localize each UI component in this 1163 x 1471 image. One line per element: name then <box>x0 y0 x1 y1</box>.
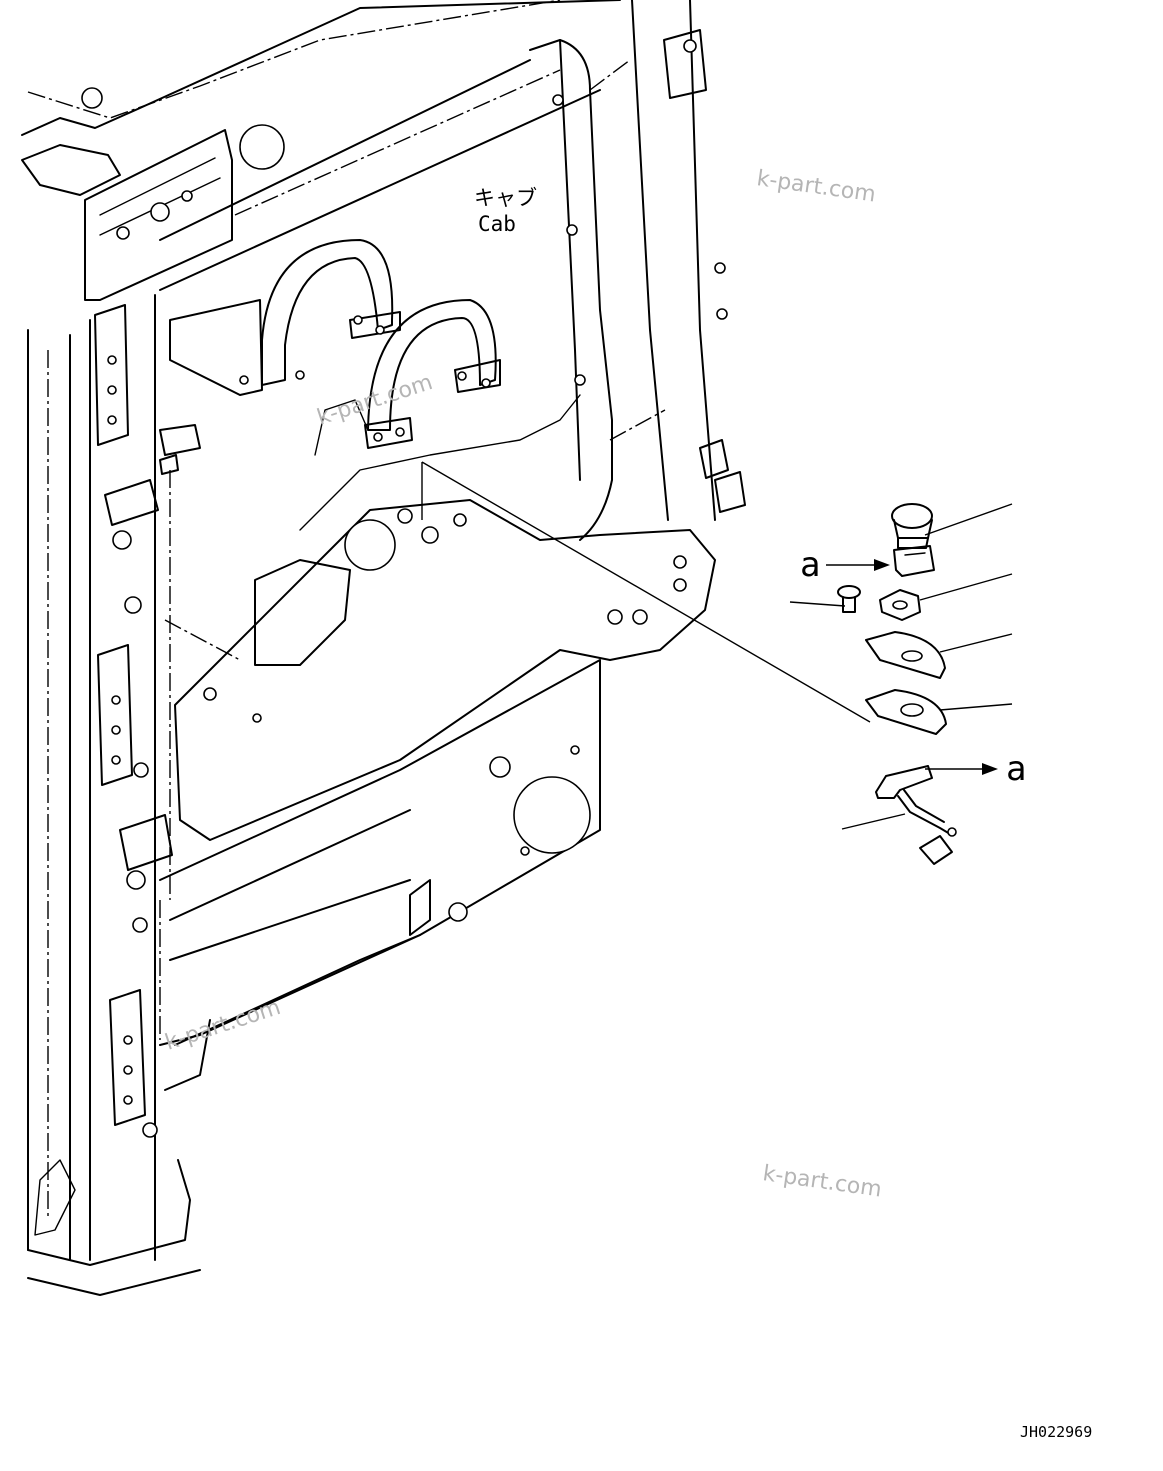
ref-label-a-left: a <box>800 545 820 585</box>
watermark: k-part.com <box>761 1161 883 1202</box>
drawing-number: JH022969 <box>1020 1423 1092 1441</box>
exploded-parts <box>837 503 957 865</box>
push-switch <box>891 503 935 577</box>
assembly-leader <box>421 461 871 723</box>
cab-frame <box>21 0 746 1296</box>
cab-label-jp: キャブ <box>474 186 537 210</box>
wire-harness <box>875 765 957 865</box>
plate-upper <box>865 631 946 679</box>
plate-lower <box>865 689 947 735</box>
reference-arrow-left <box>826 559 890 571</box>
watermark: k-part.com <box>314 370 436 431</box>
gasket <box>879 589 921 621</box>
cab-label-en: Cab <box>478 212 516 236</box>
ref-label-a-right: a <box>1006 749 1026 789</box>
watermark: k-part.com <box>162 995 284 1056</box>
bolt <box>837 585 861 613</box>
watermark: k-part.com <box>755 166 877 207</box>
part-leaders <box>789 503 1013 830</box>
reference-arrow-right <box>925 763 998 775</box>
